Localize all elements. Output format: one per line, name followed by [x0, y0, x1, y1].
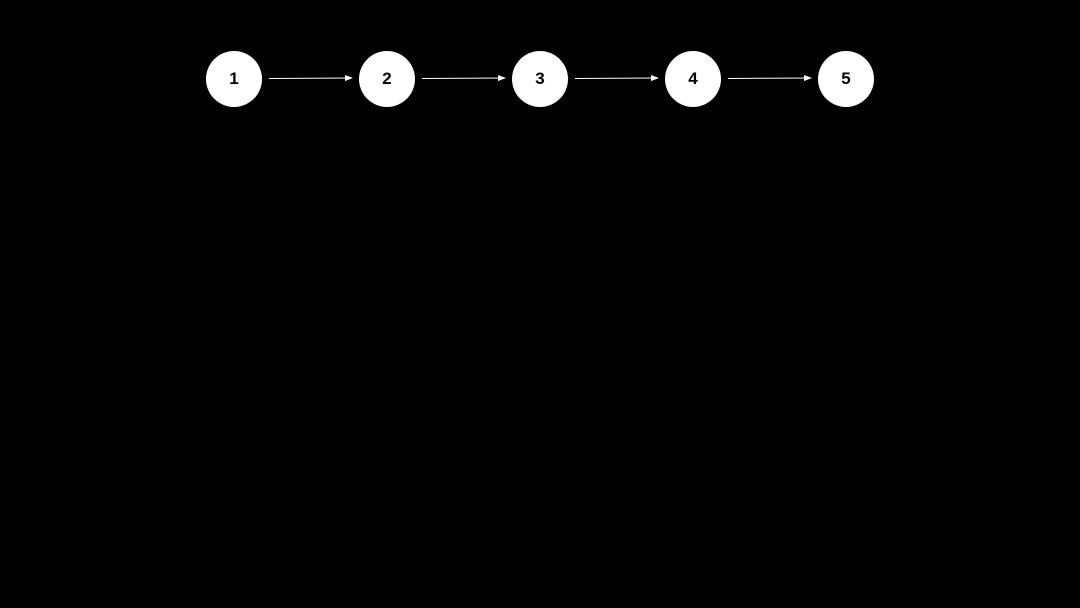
node-4: 4: [665, 51, 721, 107]
edge-2-3: [421, 75, 506, 82]
node-1: 1: [206, 51, 262, 107]
edge-3-4: [574, 75, 659, 82]
node-label: 5: [841, 69, 851, 88]
node-label: 2: [382, 69, 392, 88]
node-label: 1: [229, 69, 239, 88]
node-label: 4: [688, 69, 698, 88]
edge-1-2: [268, 75, 353, 82]
node-2: 2: [359, 51, 415, 107]
node-label: 3: [535, 69, 545, 88]
node-5: 5: [818, 51, 874, 107]
edge-4-5: [727, 75, 812, 82]
node-3: 3: [512, 51, 568, 107]
